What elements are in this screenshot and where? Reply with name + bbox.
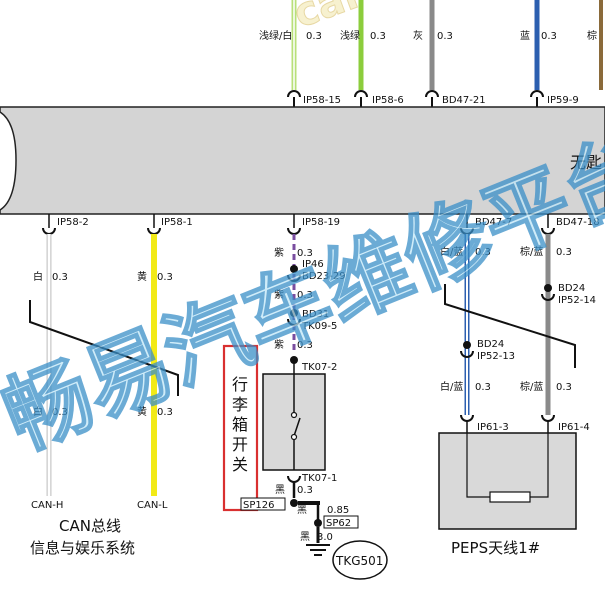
can-h-size-mid: 0.3 <box>52 407 68 418</box>
peps-wire1-mid-color: 白/蓝 <box>440 380 463 393</box>
trunk-size-1: 0.3 <box>297 248 313 259</box>
top-connector-3 <box>425 90 439 98</box>
top-wire-group: 浅绿/白 0.3 浅绿 0.3 灰 0.3 蓝 0.3 棕 IP58-15 IP… <box>259 0 603 107</box>
peps-conn-b: BD24 <box>558 283 585 294</box>
trunk-color-2: 紫 <box>274 289 284 301</box>
can-h-label: CAN-H <box>31 500 63 511</box>
after-splice1-color: 黑 <box>297 504 307 516</box>
peps-label: PEPS天线1# <box>451 539 540 557</box>
top-wire-2-color: 浅绿 <box>340 29 360 42</box>
trunk-pin-top: IP58-19 <box>302 217 340 228</box>
trunk-size-2: 0.3 <box>297 290 313 301</box>
after-splice2-color: 黑 <box>300 531 310 543</box>
top-wire-3-size: 0.3 <box>437 31 453 42</box>
top-connector-1 <box>287 90 301 98</box>
splice-2-label: SP62 <box>326 518 351 529</box>
can-h-color-top: 白 <box>33 270 43 283</box>
top-pin-1: IP58-15 <box>303 95 341 106</box>
switch-label-char-4: 开 <box>232 435 248 454</box>
switch-label-char-5: 关 <box>232 455 248 474</box>
switch-pin-bottom: TK07-1 <box>301 473 337 484</box>
top-pin-3: BD47-21 <box>442 95 486 106</box>
can-l-label: CAN-L <box>137 500 168 511</box>
top-wire-3-color: 灰 <box>413 29 423 42</box>
can-l-size-top: 0.3 <box>157 272 173 283</box>
peps-antenna-box <box>438 432 577 530</box>
top-connector-4 <box>530 90 544 98</box>
module-label: 无匙 <box>570 153 602 172</box>
top-wire-5-color: 棕 <box>587 29 597 42</box>
module-block: 无匙 <box>0 106 605 215</box>
can-l-color-mid: 黄 <box>137 405 147 418</box>
can-l-size-mid: 0.3 <box>157 407 173 418</box>
splice-1-label: SP126 <box>243 500 274 511</box>
peps-circuit: BD47-7 BD47-18 白/蓝 0.3 棕/蓝 0.3 BD24 IP52… <box>438 214 600 557</box>
ground-point-circle <box>332 540 388 580</box>
after-splice1-size: 0.85 <box>327 505 349 516</box>
can-h-pin: IP58-2 <box>57 217 89 228</box>
peps-conn-a-pin: IP52-13 <box>477 351 515 362</box>
ground-icon <box>306 544 330 556</box>
can-group-subtitle: 信息与娱乐系统 <box>30 539 135 557</box>
peps-antenna-coil <box>489 491 531 503</box>
trunk-size-3: 0.3 <box>297 340 313 351</box>
trunk-conn2-b: TK09-5 <box>301 321 337 332</box>
peps-wire2-mid-color: 棕/蓝 <box>520 380 543 393</box>
after-switch-color: 黑 <box>275 484 285 496</box>
switch-label-char-3: 箱 <box>232 415 248 434</box>
peps-wire1-size: 0.3 <box>475 247 491 258</box>
trunk-conn1-b: BD23-29 <box>302 271 346 282</box>
switch-label-char-1: 行 <box>232 375 248 394</box>
peps-pin-top-1: BD47-7 <box>475 217 512 228</box>
ground-point-label: TKG501 <box>335 554 383 568</box>
can-h-size-top: 0.3 <box>52 272 68 283</box>
peps-wire1-mid-size: 0.3 <box>475 382 491 393</box>
peps-wire2-size: 0.3 <box>556 247 572 258</box>
switch-pin-top: TK07-2 <box>301 362 337 373</box>
can-l-color-top: 黄 <box>137 270 147 283</box>
peps-conn-a: BD24 <box>477 339 504 350</box>
after-switch-size: 0.3 <box>297 485 313 496</box>
trunk-color-3: 紫 <box>274 339 284 351</box>
peps-wire2-mid-size: 0.3 <box>556 382 572 393</box>
top-connector-2 <box>354 90 368 98</box>
can-h-color-mid: 白 <box>33 405 43 418</box>
splice-1-dot <box>290 499 298 507</box>
peps-conn-b-pin: IP52-14 <box>558 295 596 306</box>
peps-wire1-color: 白/蓝 <box>440 245 463 258</box>
trunk-conn1-a: IP46 <box>302 259 324 270</box>
trunk-conn2-a: BD31 <box>302 309 329 320</box>
trunk-color-1: 紫 <box>274 247 284 259</box>
switch-contact <box>293 417 301 437</box>
can-group-title: CAN总线 <box>59 517 121 535</box>
top-wire-4-color: 蓝 <box>520 30 530 42</box>
top-pin-2: IP58-6 <box>372 95 404 106</box>
peps-pin-bottom-1: IP61-3 <box>477 422 509 433</box>
top-wire-2-size: 0.3 <box>370 31 386 42</box>
top-wire-4-size: 0.3 <box>541 31 557 42</box>
can-wires: IP58-2 IP58-1 白 0.3 黄 0.3 白 0.3 黄 0.3 CA… <box>29 214 193 557</box>
peps-pin-top-2: BD47-18 <box>556 217 600 228</box>
top-wire-1-color: 浅绿/白 <box>259 29 292 42</box>
can-l-pin: IP58-1 <box>161 217 193 228</box>
peps-wire2-color: 棕/蓝 <box>520 245 543 258</box>
trunk-circuit: IP58-19 紫 0.3 IP46 BD23-29 紫 0.3 BD31 TK… <box>222 214 388 580</box>
top-wire-1-size: 0.3 <box>306 31 322 42</box>
after-splice2-size: 3.0 <box>317 532 333 543</box>
peps-pin-bottom-2: IP61-4 <box>558 422 590 433</box>
top-pin-4: IP59-9 <box>547 95 579 106</box>
splice-2-dot <box>314 519 322 527</box>
switch-label-char-2: 李 <box>232 395 248 414</box>
